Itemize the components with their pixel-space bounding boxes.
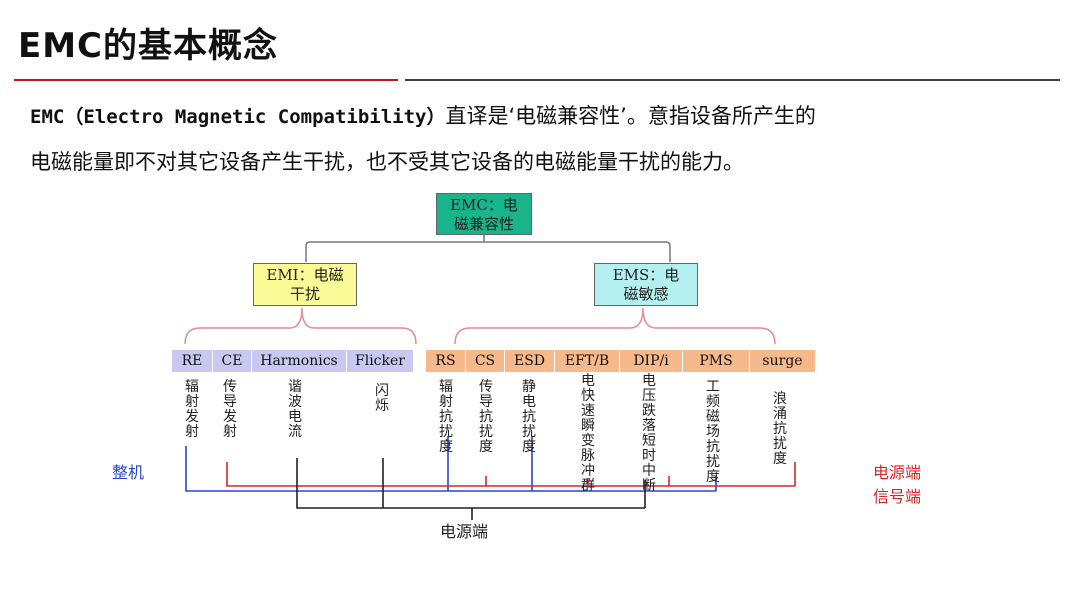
description-re: 辐射发射 (185, 379, 199, 440)
label-power-port-bottom: 电源端 (440, 522, 489, 541)
ems-item-eftb: EFT/B (555, 350, 620, 372)
title-underline-gray (405, 79, 1060, 81)
description-rs: 辐射抗扰度 (439, 379, 453, 455)
ems-item-cs: CS (466, 350, 505, 372)
label-power-port-right: 电源端 (873, 463, 922, 482)
description-eftb: 电快速瞬变脉冲群 (581, 373, 595, 494)
ems-item-rs: RS (426, 350, 466, 372)
ems-line2: 磁敏感 (623, 285, 669, 303)
emi-brace (184, 307, 417, 345)
ems-item-surge: surge (750, 350, 816, 372)
intro-lead: EMC（Electro Magnetic Compatibility） (30, 106, 446, 128)
description-dipi: 电压跌落短时中断 (642, 373, 656, 494)
description-ce: 传导发射 (223, 379, 237, 440)
intro-rest: 直译是‘电磁兼容性’。意指设备所产生的 (445, 104, 816, 128)
emi-line2: 干扰 (289, 285, 320, 303)
ems-item-esd: ESD (505, 350, 555, 372)
power-signal-line (226, 462, 796, 487)
emi-item-harmonics: Harmonics (252, 350, 347, 372)
ems-box: EMS：电 磁敏感 (594, 263, 698, 306)
description-pms: 工频磁场抗扰度 (706, 379, 720, 485)
title-underline-red (14, 79, 398, 81)
emi-line1: EMI：电磁 (266, 266, 344, 284)
label-whole-machine: 整机 (112, 463, 145, 482)
ems-item-pms: PMS (683, 350, 750, 372)
emc-root-line1: EMC：电 (450, 196, 518, 214)
intro-line-1: EMC（Electro Magnetic Compatibility）直译是‘电… (30, 104, 1060, 129)
emi-item-ce: CE (213, 350, 252, 372)
label-signal-port: 信号端 (873, 487, 922, 506)
ems-item-dipi: DIP/i (620, 350, 683, 372)
description-harmonics: 谐波电流 (288, 379, 302, 440)
whole-machine-line (185, 436, 717, 492)
description-esd: 静电抗扰度 (522, 379, 536, 455)
power-port-line (296, 458, 646, 520)
page-title: EMC的基本概念 (18, 26, 279, 66)
intro-line-2: 电磁能量即不对其它设备产生干扰，也不受其它设备的电磁能量干扰的能力。 (30, 150, 744, 174)
description-surge: 浪涌抗扰度 (773, 391, 787, 467)
emi-item-flicker: Flicker (347, 350, 414, 372)
description-cs: 传导抗扰度 (479, 379, 493, 455)
ems-line1: EMS：电 (612, 266, 680, 284)
emc-root-box: EMC：电 磁兼容性 (436, 193, 532, 235)
emi-box: EMI：电磁 干扰 (253, 263, 357, 306)
emc-root-line2: 磁兼容性 (453, 215, 514, 233)
ems-brace (454, 307, 776, 345)
top-brace (305, 234, 671, 262)
description-flicker: 闪烁 (375, 383, 389, 414)
emi-item-re: RE (172, 350, 213, 372)
